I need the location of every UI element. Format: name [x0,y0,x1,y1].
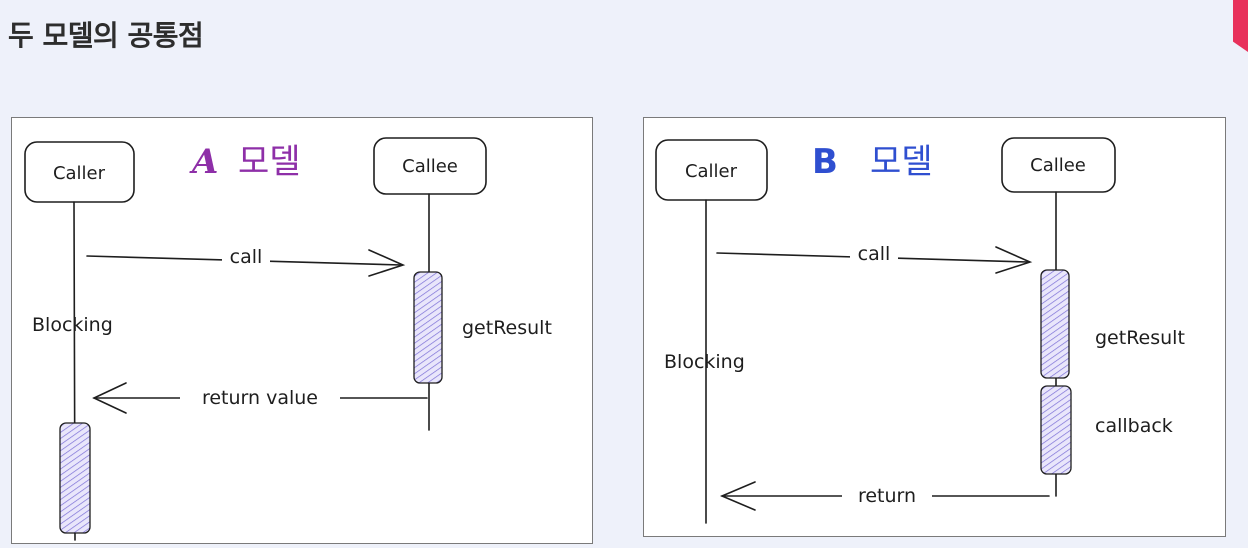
accent-tab [1233,0,1248,52]
diagram-a-caller-activation [59,422,91,534]
diagram-b-getresult-label: getResult [1095,327,1185,349]
diagram-b-return-arrowhead [719,481,756,511]
diagram-b-callee-box [1001,137,1116,193]
diagram-b-return-label: return [858,485,916,507]
diagram-a-return-arrowhead [92,382,127,414]
diagram-a-panel: A 모델 Caller Callee call getResult Blocki… [11,117,593,544]
diagram-b-panel: B 모델 Caller Callee call getResult callba… [643,117,1226,537]
diagram-a-callee-activation [413,271,443,384]
diagram-a-getresult-label: getResult [462,317,552,339]
diagram-b-callback-label: callback [1095,415,1173,437]
diagram-a-svg: A 모델 Caller Callee call getResult Blocki… [24,137,552,541]
diagram-b-callback-activation [1040,385,1072,475]
diagram-b-getresult-activation [1040,269,1070,379]
diagram-b-title-letter: B [812,142,838,182]
page-title: 두 모델의 공통점 [8,19,204,52]
diagram-a-callee-label: Callee [402,156,458,177]
diagram-a-callee-box [373,137,487,195]
diagram-a-return-label: return value [202,387,318,409]
diagram-b-svg: B 모델 Caller Callee call getResult callba… [655,137,1185,524]
diagram-b-callee-label: Callee [1030,155,1086,176]
diagram-a-call-arrowhead [368,249,406,277]
diagram-b-title-word: 모델 [870,142,933,182]
diagram-a-title-word: 모델 [238,142,301,182]
diagram-a-caller-box [24,141,135,203]
diagram-b-call-label: call [858,243,891,265]
diagram-b-call-arrowhead [995,246,1033,274]
diagram-a-call-label: call [230,246,263,268]
diagram-b-blocking-label: Blocking [664,351,745,373]
diagram-b-caller-box [655,139,768,201]
diagram-a-blocking-label: Blocking [32,314,113,336]
diagram-b-caller-label: Caller [685,161,738,182]
diagram-a-caller-label: Caller [53,163,106,184]
diagram-a-title-letter: A [189,142,218,182]
